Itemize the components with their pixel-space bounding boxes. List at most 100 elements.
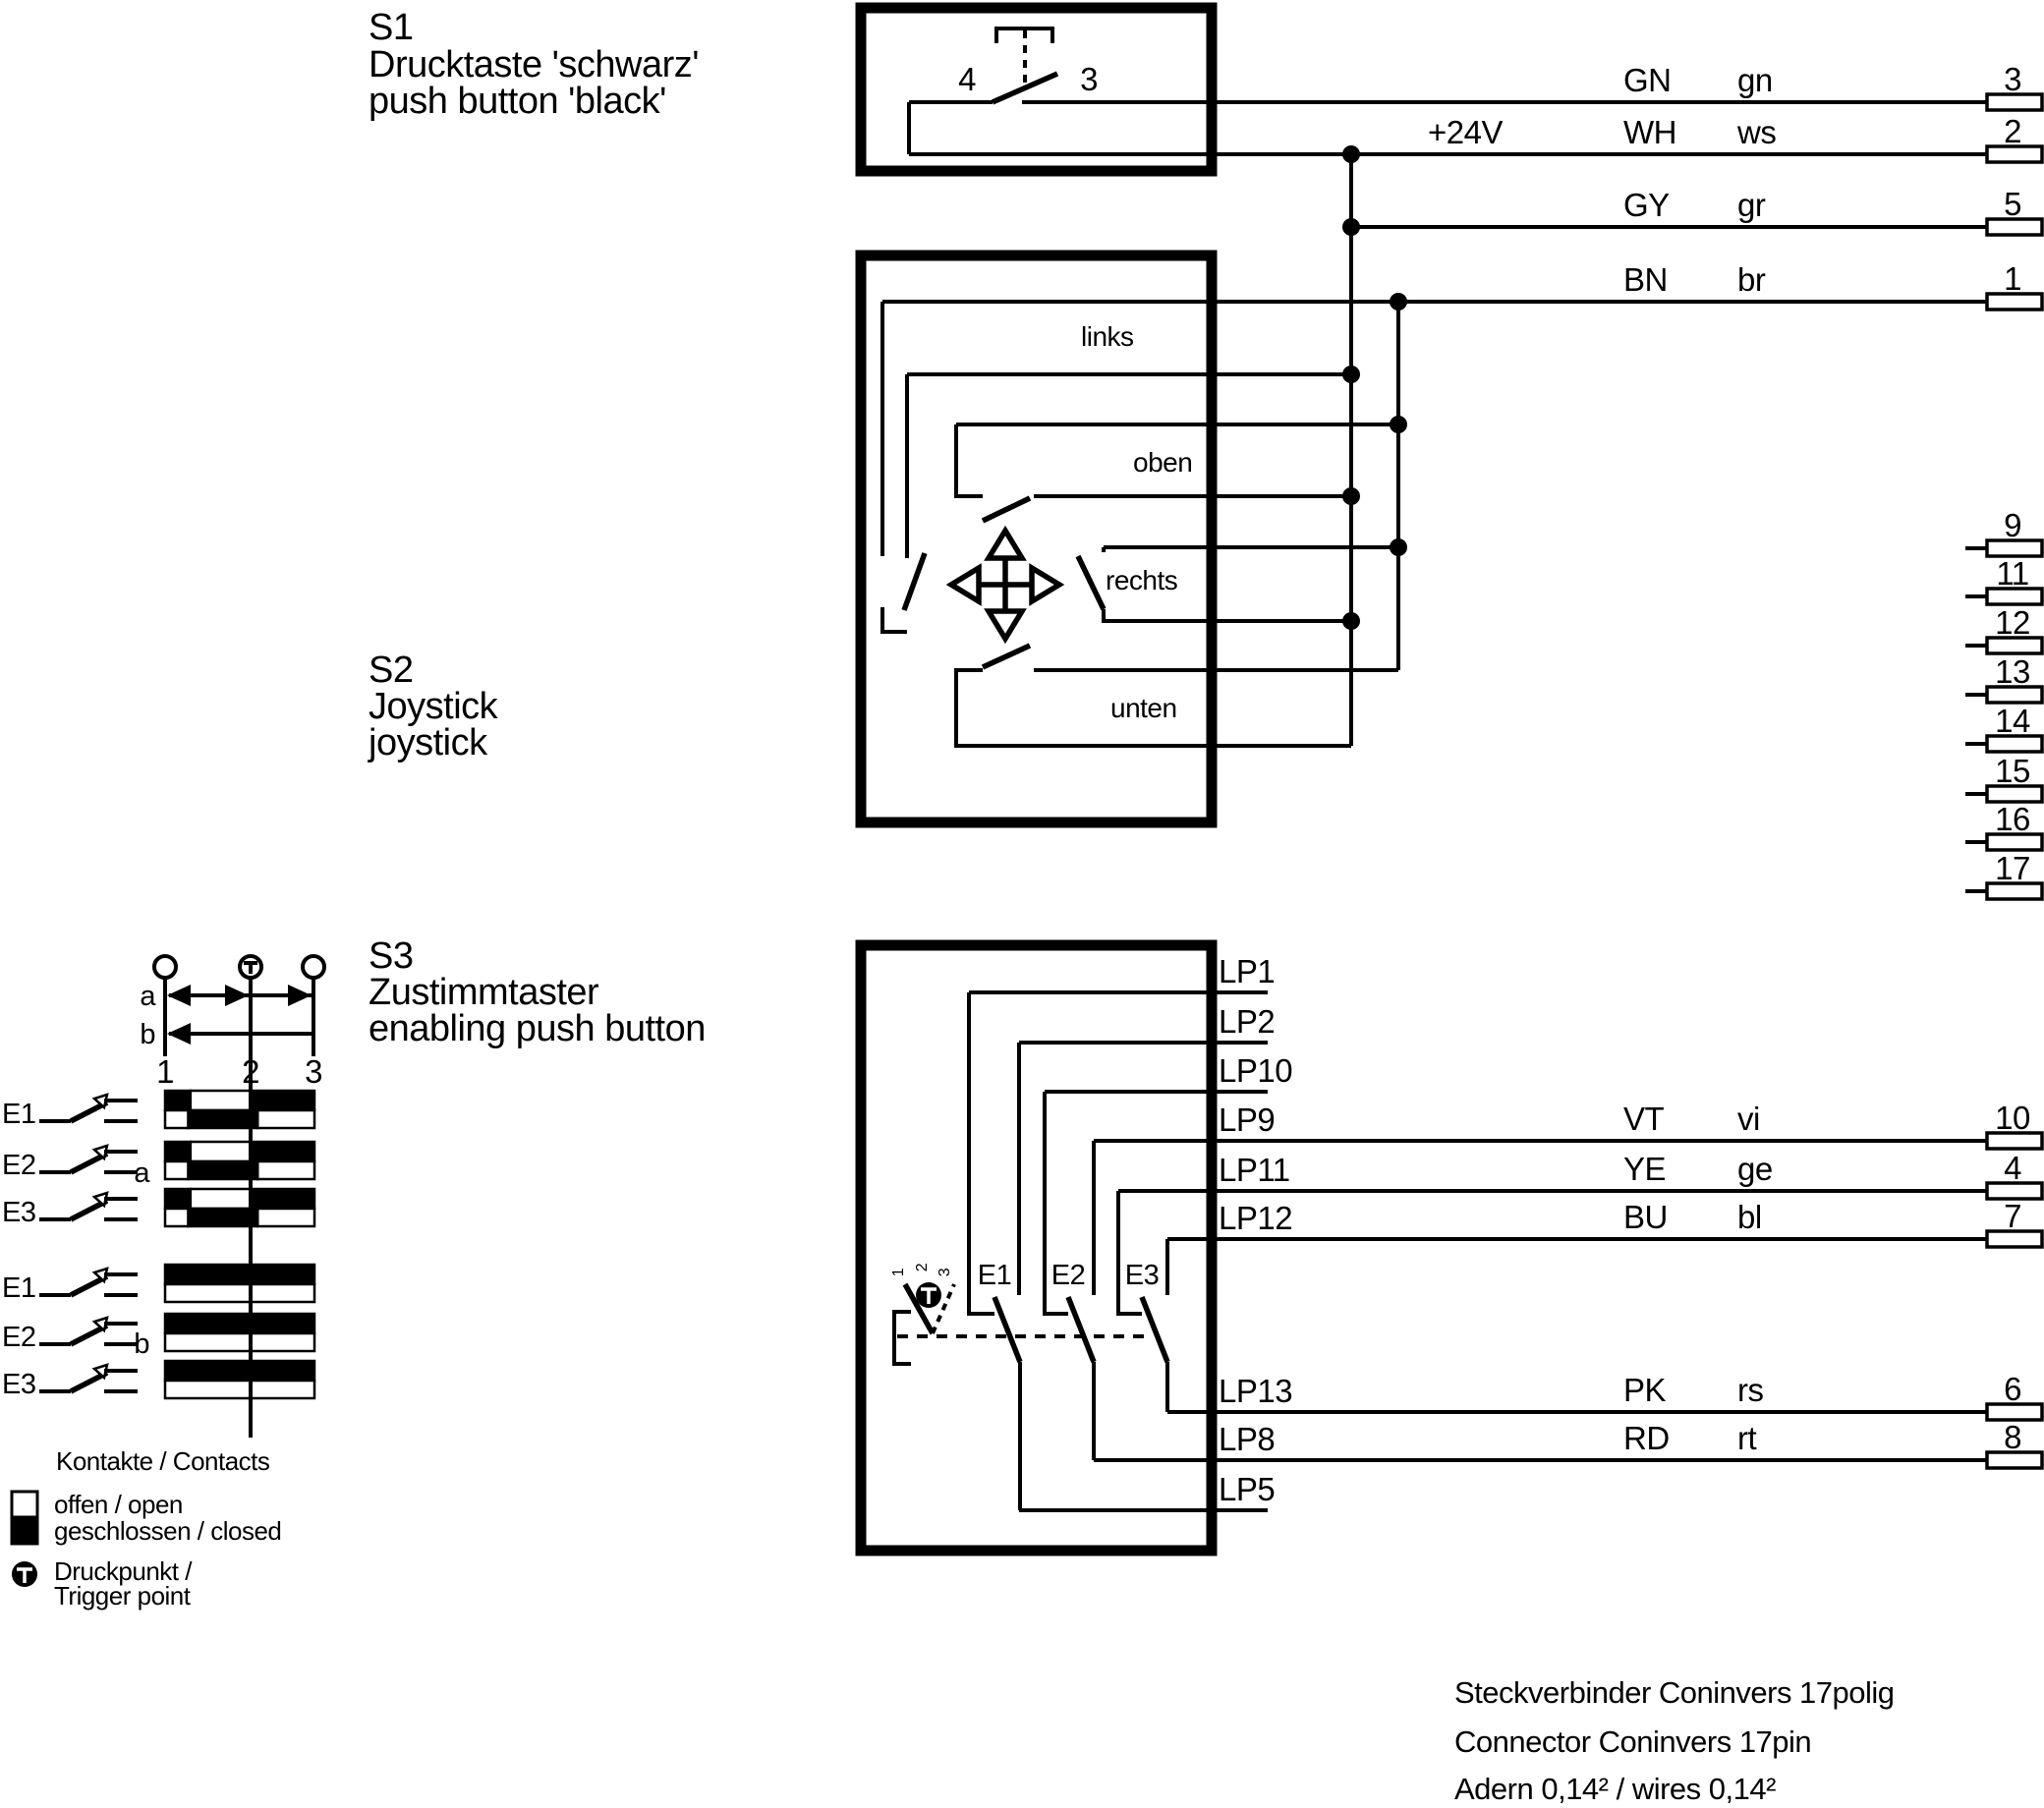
lp-point: LP5 bbox=[1019, 1471, 1276, 1512]
position-3-icon bbox=[301, 954, 326, 980]
junction-dot bbox=[1342, 612, 1360, 630]
row-a-label: a bbox=[140, 981, 156, 1012]
lp-label: LP9 bbox=[1219, 1102, 1275, 1138]
contact-state-closed bbox=[249, 1089, 316, 1112]
lp-label: LP8 bbox=[1219, 1421, 1275, 1457]
s2-label-de: Joystick bbox=[369, 686, 499, 727]
open-contact-icon bbox=[10, 1490, 39, 1519]
contact-state-closed bbox=[249, 1187, 316, 1211]
note-line-2: Connector Coninvers 17pin bbox=[1454, 1724, 1811, 1759]
connector-pin-number: 9 bbox=[2004, 507, 2021, 543]
s1-actuator-icon bbox=[994, 27, 1054, 43]
connector-pin-number: 3 bbox=[2004, 61, 2021, 97]
connector-pin-number: 10 bbox=[1995, 1100, 2030, 1136]
joystick-cross-icon bbox=[945, 525, 1065, 645]
contact-state-closed bbox=[163, 1312, 316, 1335]
s1-box bbox=[855, 2, 1218, 177]
contact-state-open bbox=[256, 1207, 316, 1228]
connector-pin-number: 2 bbox=[2004, 113, 2021, 149]
s3-component: E1 E2 E3 1 2 3 bbox=[855, 939, 1218, 1556]
s1-switch-blade bbox=[991, 71, 1059, 105]
s1-contact-4: 4 bbox=[958, 61, 976, 97]
lp-label: LP13 bbox=[1219, 1373, 1292, 1409]
contact-legend: Kontakte / Contacts offen / open geschlo… bbox=[10, 1446, 282, 1610]
contact-row-label: E2 bbox=[2, 1322, 35, 1353]
connector-pin-terminal bbox=[1985, 538, 2044, 558]
junction-dot bbox=[1390, 538, 1407, 556]
wire-color-code-de: ws bbox=[1736, 114, 1776, 150]
connector-pin-number: 5 bbox=[2004, 186, 2021, 222]
contact-state-closed bbox=[163, 1263, 316, 1286]
s3-e3-blade bbox=[1139, 1295, 1170, 1364]
connector-pin-terminal bbox=[1985, 1131, 2044, 1151]
connector-pin-number: 7 bbox=[2004, 1198, 2021, 1234]
wire-color-code-de: gr bbox=[1737, 187, 1766, 223]
lp-label: LP5 bbox=[1219, 1471, 1275, 1507]
contact-state-open bbox=[163, 1379, 316, 1400]
unused-pin-row: 17 bbox=[1965, 850, 2044, 901]
contacts-title: Kontakte / Contacts bbox=[56, 1446, 270, 1476]
junction-dot bbox=[1342, 366, 1360, 383]
contact-state-open bbox=[163, 1282, 316, 1304]
lp-point: LP13 bbox=[1219, 1373, 1293, 1409]
unused-pin-row: 15 bbox=[1965, 753, 2044, 804]
s1-ref: S1 bbox=[369, 7, 413, 48]
contact-state-closed bbox=[163, 1359, 316, 1383]
lp-point: LP12 bbox=[1219, 1200, 1293, 1236]
contact-state-closed bbox=[187, 1108, 259, 1130]
s3-e3-label: E3 bbox=[1125, 1260, 1159, 1291]
connector-pin-terminal bbox=[1985, 92, 2044, 112]
contact-state-closed bbox=[163, 1187, 193, 1211]
connector-pin-number: 15 bbox=[1995, 753, 2030, 789]
lp-label: LP10 bbox=[1219, 1052, 1292, 1089]
contact-state-open bbox=[163, 1207, 190, 1228]
lp-point: LP10 bbox=[1045, 1052, 1293, 1094]
note-line-3: Adern 0,14² / wires 0,14² bbox=[1454, 1772, 1776, 1806]
s2-unten-blade bbox=[981, 643, 1032, 670]
s3-e1-label: E1 bbox=[978, 1260, 1011, 1291]
connector-pin-number: 8 bbox=[2004, 1419, 2021, 1455]
wire-color-code-de: ge bbox=[1737, 1151, 1773, 1187]
contact-state-closed bbox=[187, 1159, 259, 1181]
wire-color-code: BN bbox=[1623, 261, 1668, 298]
s3-pos-3: 3 bbox=[937, 1268, 953, 1276]
legend-trigger-2: Trigger point bbox=[54, 1581, 192, 1610]
supply-label: +24V bbox=[1428, 114, 1503, 150]
connector-pin-terminal bbox=[1985, 734, 2044, 754]
connector-pin-terminal bbox=[1985, 1402, 2044, 1422]
wire-color-code-de: rt bbox=[1737, 1420, 1756, 1456]
connector-pin-number: 16 bbox=[1995, 801, 2030, 837]
s3-e3-input bbox=[1116, 1191, 1142, 1316]
unused-pin-row: 13 bbox=[1965, 653, 2044, 705]
s3-label-de: Zustimmtaster bbox=[369, 972, 599, 1013]
s3-e1-input bbox=[967, 992, 994, 1316]
contact-row-label: E3 bbox=[2, 1369, 35, 1400]
connector-pin-terminal bbox=[1985, 587, 2044, 606]
position-1-icon bbox=[152, 954, 178, 980]
s2-component: links oben rechts unten bbox=[855, 250, 1398, 828]
unused-pin-row: 16 bbox=[1965, 801, 2044, 852]
lp-point: LP2 bbox=[1019, 1003, 1276, 1045]
lp-label: LP12 bbox=[1219, 1200, 1292, 1236]
contact-switch-icon bbox=[39, 1363, 138, 1394]
travel-row-b bbox=[167, 1023, 313, 1045]
s2-dir-unten: unten bbox=[1110, 693, 1177, 723]
connector-pin-number: 12 bbox=[1995, 604, 2030, 641]
position-2-trigger-icon bbox=[238, 954, 263, 980]
s3-description: S3 Zustimmtaster enabling push button bbox=[369, 935, 706, 1049]
s3-ref: S3 bbox=[369, 935, 413, 977]
position-diagram: a b 1 2 3 bbox=[140, 954, 326, 1438]
connector-pin-number: 11 bbox=[1996, 555, 2028, 592]
s3-box bbox=[855, 939, 1218, 1556]
s2-label-en: joystick bbox=[368, 722, 488, 763]
s2-box bbox=[855, 250, 1218, 828]
legend-closed: geschlossen / closed bbox=[54, 1516, 281, 1546]
